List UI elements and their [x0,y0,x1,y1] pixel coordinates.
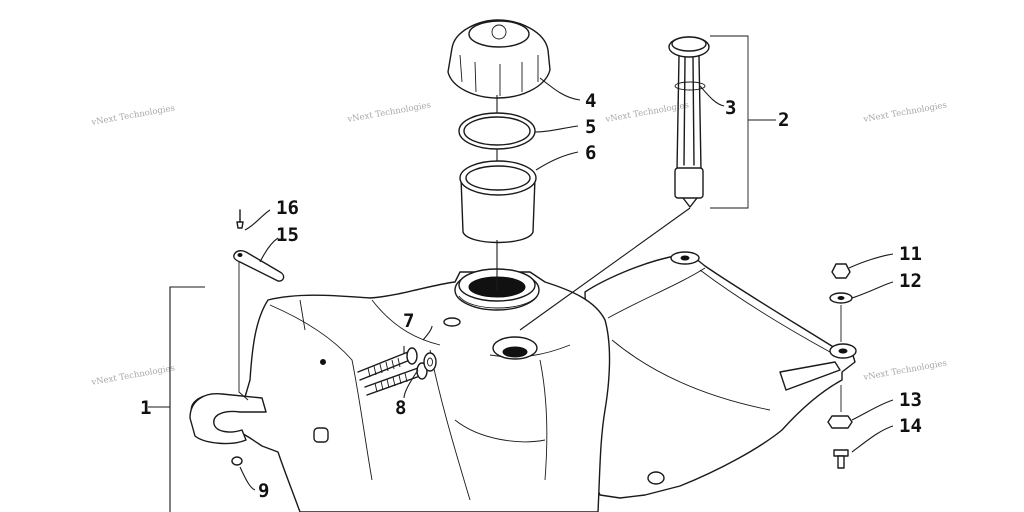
fuel-gauge [668,35,749,209]
mount-hardware [827,263,853,469]
watermark: vNext Technologies [346,100,432,125]
fuel-tank [189,251,857,512]
callout-6: 6 [585,142,596,164]
callout-5: 5 [585,116,596,138]
strap [233,209,285,401]
callouts: 1 2 3 4 5 6 7 8 9 11 12 13 14 15 16 [140,90,922,502]
fuel-cap [447,19,551,99]
callout-8: 8 [395,397,406,419]
washer [423,352,437,372]
bolts [357,347,437,396]
callout-4: 4 [585,90,596,112]
callout-12: 12 [899,270,922,292]
leader-lines [148,77,894,512]
callout-14: 14 [899,415,922,437]
watermark: vNext Technologies [862,100,948,125]
callout-3: 3 [725,97,736,119]
tank-main-body [190,271,611,512]
callout-16: 16 [276,197,299,219]
stud [313,427,329,443]
gasket [458,112,536,150]
watermark: vNext Technologies [604,100,690,125]
clip [231,456,243,466]
strainer [459,160,537,244]
tank-right-panel [584,254,856,499]
callout-1: 1 [140,397,151,419]
callout-9: 9 [258,480,269,502]
callout-2: 2 [778,109,789,131]
watermark: vNext Technologies [862,358,948,383]
tank-pad [779,361,841,391]
callout-13: 13 [899,389,922,411]
callout-15: 15 [276,224,299,246]
front-bracket [189,393,267,445]
o-ring [674,81,706,91]
stud-right [647,471,665,485]
watermark: vNext Technologies [90,363,176,388]
callout-11: 11 [899,243,922,265]
callout-7: 7 [403,310,414,332]
watermark: vNext Technologies [90,103,176,128]
